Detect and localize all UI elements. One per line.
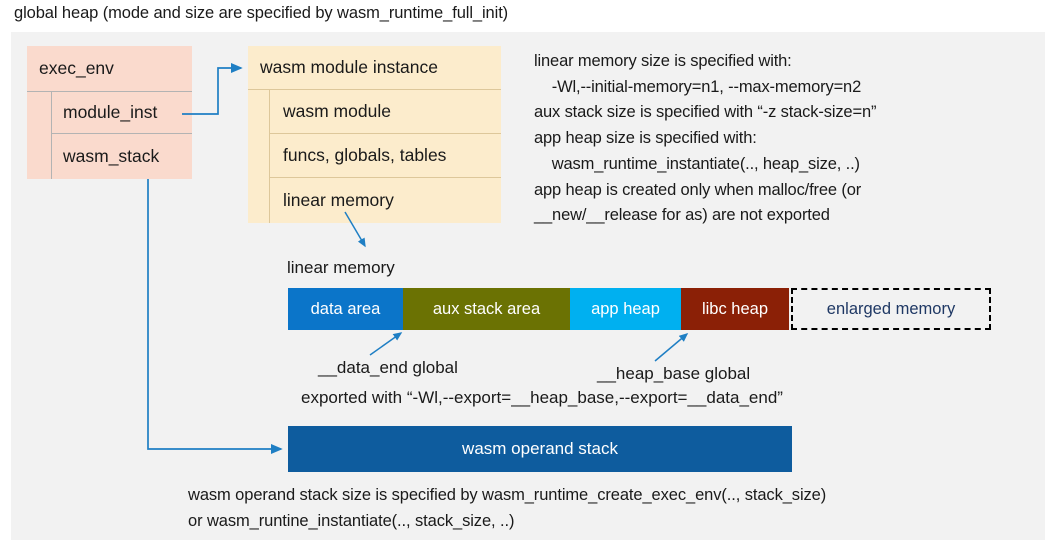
exec-env-indent-column: [27, 92, 52, 179]
memory-segment-app-heap: app heap: [570, 288, 681, 330]
memory-segment-libc-heap: libc heap: [681, 288, 789, 330]
wasm-module-instance-row-wasm-module: wasm module: [270, 90, 501, 134]
wasm-module-instance-row-linear-memory: linear memory: [270, 178, 501, 223]
wasm-module-instance-title: wasm module instance: [248, 46, 501, 90]
heap-base-global-label: __heap_base global: [597, 364, 751, 383]
linear-memory-caption: linear memory: [287, 258, 395, 277]
operand-stack-note: wasm operand stack size is specified by …: [188, 486, 827, 530]
wasm-module-instance-row-funcs-globals-tables: funcs, globals, tables: [270, 134, 501, 178]
memory-segment-data-area: data area: [288, 288, 403, 330]
data-end-global-label: __data_end global: [318, 358, 458, 377]
memory-segment-aux-stack-area: aux stack area: [403, 288, 570, 330]
linear-memory-notes: linear memory size is specified with: -W…: [534, 52, 877, 225]
wasm-operand-stack-bar: wasm operand stack: [288, 426, 792, 472]
wasm-module-instance-indent-column: [248, 90, 270, 223]
memory-segment-enlarged-memory: enlarged memory: [791, 288, 991, 330]
exec-env-field-module-inst: module_inst: [52, 92, 192, 134]
page-title: global heap (mode and size are specified…: [14, 4, 509, 22]
exported-with-label: exported with “-Wl,--export=__heap_base,…: [301, 388, 783, 407]
exec-env-title: exec_env: [27, 46, 192, 92]
exec-env-field-wasm-stack: wasm_stack: [52, 134, 192, 179]
